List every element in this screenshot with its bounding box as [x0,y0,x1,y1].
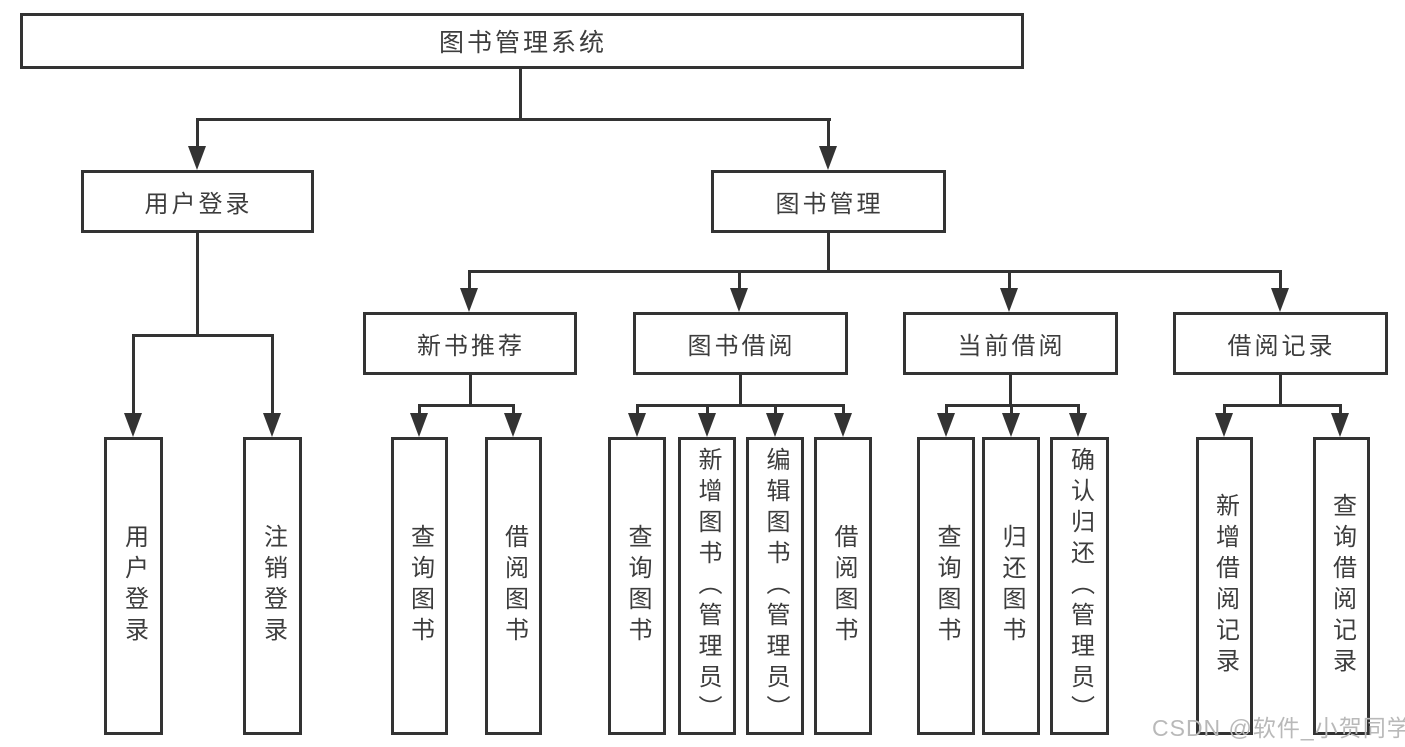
leaf-label: 编辑图书（管理员） [762,446,789,726]
leaf-query-borrow-record: 查询借阅记录 [1313,437,1370,735]
edge-drop-level3 [738,270,741,292]
arrow-down-icon [1002,413,1020,437]
leaf-label: 查询图书 [406,524,434,648]
arrow-down-icon [819,146,837,170]
arrow-down-icon [1331,413,1349,437]
node-user-login-label: 用户登录 [144,191,253,218]
edge-drop-leaf [271,334,274,416]
leaf-user-login: 用户登录 [104,437,163,735]
node-book-management-label: 图书管理 [775,191,884,218]
leaf-label: 查询借阅记录 [1328,493,1356,679]
arrow-down-icon [460,288,478,312]
edge-drop-leaf [1339,404,1342,417]
edge-new-book-branch [418,404,515,407]
edge-drop-leaf [512,404,515,417]
leaf-add-borrow-record: 新增借阅记录 [1196,437,1253,735]
edge-drop-leaf [945,404,948,417]
leaf-borrow-books-recommend: 借阅图书 [485,437,542,735]
edge-drop-level3 [1279,270,1282,292]
leaf-add-books-admin: 新增图书（管理员） [678,437,736,735]
arrow-down-icon [730,288,748,312]
edge-root-branch [196,118,831,121]
edge-drop-leaf [1010,404,1013,417]
node-current-borrow-label: 当前借阅 [957,333,1066,360]
edge-book-management-stub [827,233,830,272]
arrow-down-icon [263,413,281,437]
arrow-down-icon [124,413,142,437]
node-book-borrow-label: 图书借阅 [687,333,796,360]
leaf-return-books: 归还图书 [982,437,1040,735]
edge-user-login-stub [196,233,199,336]
leaf-label: 确认归还（管理员） [1066,446,1094,726]
leaf-label: 查询图书 [933,524,960,648]
edge-drop-leaf [842,404,845,417]
arrow-down-icon [766,413,784,437]
leaf-query-books-borrow: 查询图书 [608,437,666,735]
watermark-text: CSDN @软件_小贺同学 [1152,715,1405,741]
node-root: 图书管理系统 [20,13,1024,69]
leaf-label: 新增图书（管理员） [694,446,721,726]
leaf-query-books-recommend: 查询图书 [391,437,448,735]
edge-root-stub [519,69,522,121]
arrow-down-icon [1000,288,1018,312]
edge-borrow-records-stub [1279,375,1282,406]
edge-drop-user-login [196,118,199,150]
arrow-down-icon [834,413,852,437]
edge-drop-leaf [706,404,709,417]
arrow-down-icon [188,146,206,170]
edge-book-borrow-stub [739,375,742,406]
leaf-label: 归还图书 [998,524,1025,648]
leaf-borrow-books: 借阅图书 [814,437,872,735]
edge-drop-leaf [774,404,777,417]
arrow-down-icon [1215,413,1233,437]
leaf-label: 查询图书 [624,524,651,648]
leaf-label: 新增借阅记录 [1211,493,1239,679]
arrow-down-icon [698,413,716,437]
edge-drop-leaf [1223,404,1226,417]
edge-drop-leaf [636,404,639,417]
node-book-management: 图书管理 [711,170,946,233]
node-current-borrow: 当前借阅 [903,312,1118,375]
edge-drop-book-management [827,118,830,150]
edge-book-management-branch [468,270,1282,273]
leaf-label: 注销登录 [259,524,287,648]
edge-drop-leaf [132,334,135,416]
edge-book-borrow-branch [636,404,844,407]
leaf-edit-books-admin: 编辑图书（管理员） [746,437,804,735]
leaf-label: 借阅图书 [830,524,857,648]
edge-user-login-branch [132,334,274,337]
edge-drop-leaf [418,404,421,417]
leaf-query-books-current: 查询图书 [917,437,975,735]
arrow-down-icon [1069,413,1087,437]
node-new-book-recommend: 新书推荐 [363,312,577,375]
edge-borrow-records-branch [1223,404,1342,407]
arrow-down-icon [937,413,955,437]
arrow-down-icon [410,413,428,437]
node-borrow-records: 借阅记录 [1173,312,1388,375]
node-borrow-records-label: 借阅记录 [1227,333,1336,360]
leaf-logout: 注销登录 [243,437,302,735]
edge-current-borrow-stub [1009,375,1012,406]
edge-drop-level3 [1008,270,1011,292]
leaf-label: 用户登录 [120,524,148,648]
leaf-confirm-return-admin: 确认归还（管理员） [1050,437,1109,735]
edge-drop-level3 [468,270,471,292]
edge-new-book-stub [469,375,472,406]
arrow-down-icon [1271,288,1289,312]
node-root-label: 图书管理系统 [438,29,607,57]
node-book-borrow: 图书借阅 [633,312,848,375]
leaf-label: 借阅图书 [500,524,528,648]
node-new-book-recommend-label: 新书推荐 [417,333,525,360]
arrow-down-icon [628,413,646,437]
edge-drop-leaf [1077,404,1080,417]
node-user-login: 用户登录 [81,170,314,233]
arrow-down-icon [504,413,522,437]
